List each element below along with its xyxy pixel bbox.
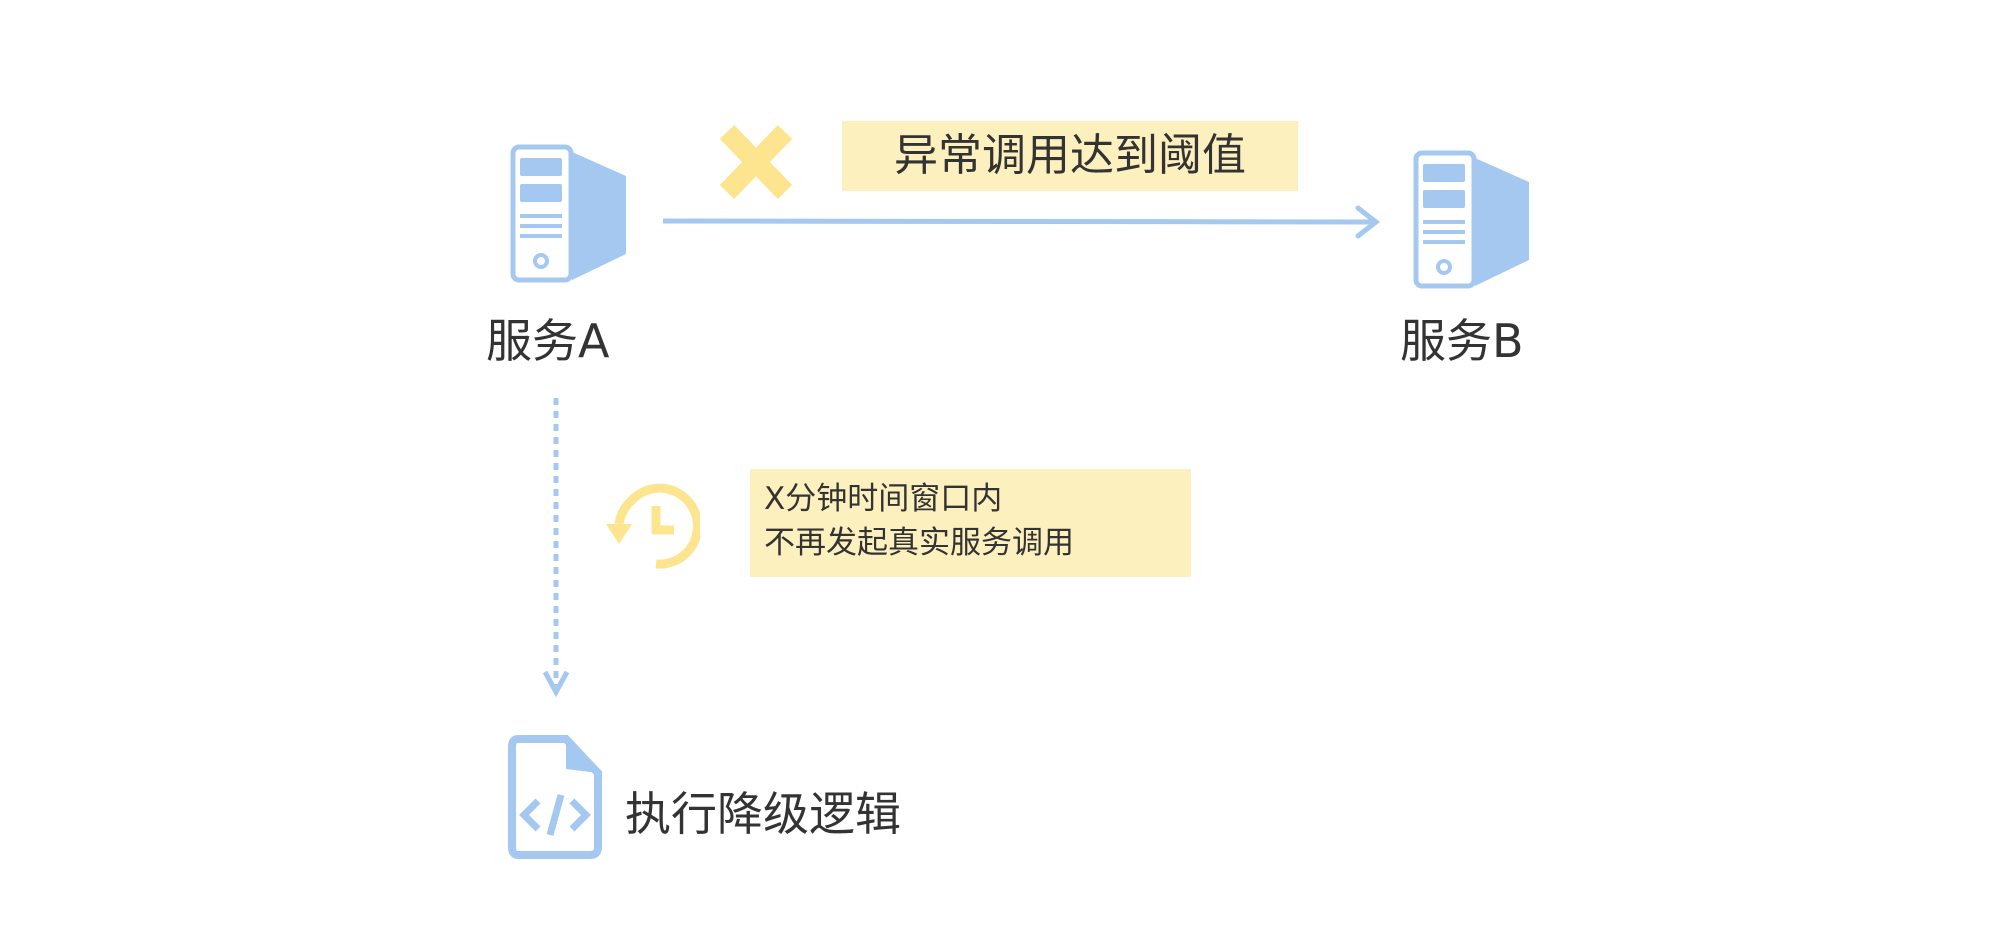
service-b-label: 服务B bbox=[1400, 314, 1524, 368]
circuit-open-line2: 不再发起真实服务调用 bbox=[764, 525, 1074, 561]
fallback-dotted-arrow bbox=[542, 398, 570, 698]
circuit-open-line1: X分钟时间窗口内 bbox=[764, 481, 1003, 517]
code-file-icon bbox=[508, 735, 602, 859]
history-clock-icon bbox=[606, 483, 700, 569]
failure-x-icon bbox=[719, 125, 793, 199]
fallback-label: 执行降级逻辑 bbox=[625, 787, 901, 841]
call-arrow bbox=[662, 205, 1381, 239]
server-b-icon bbox=[1413, 150, 1529, 289]
failed-call-note: 异常调用达到阈值 bbox=[842, 121, 1298, 191]
service-a-label: 服务A bbox=[486, 314, 610, 368]
server-a-icon bbox=[510, 144, 626, 283]
circuit-open-note: X分钟时间窗口内 不再发起真实服务调用 bbox=[750, 469, 1191, 577]
